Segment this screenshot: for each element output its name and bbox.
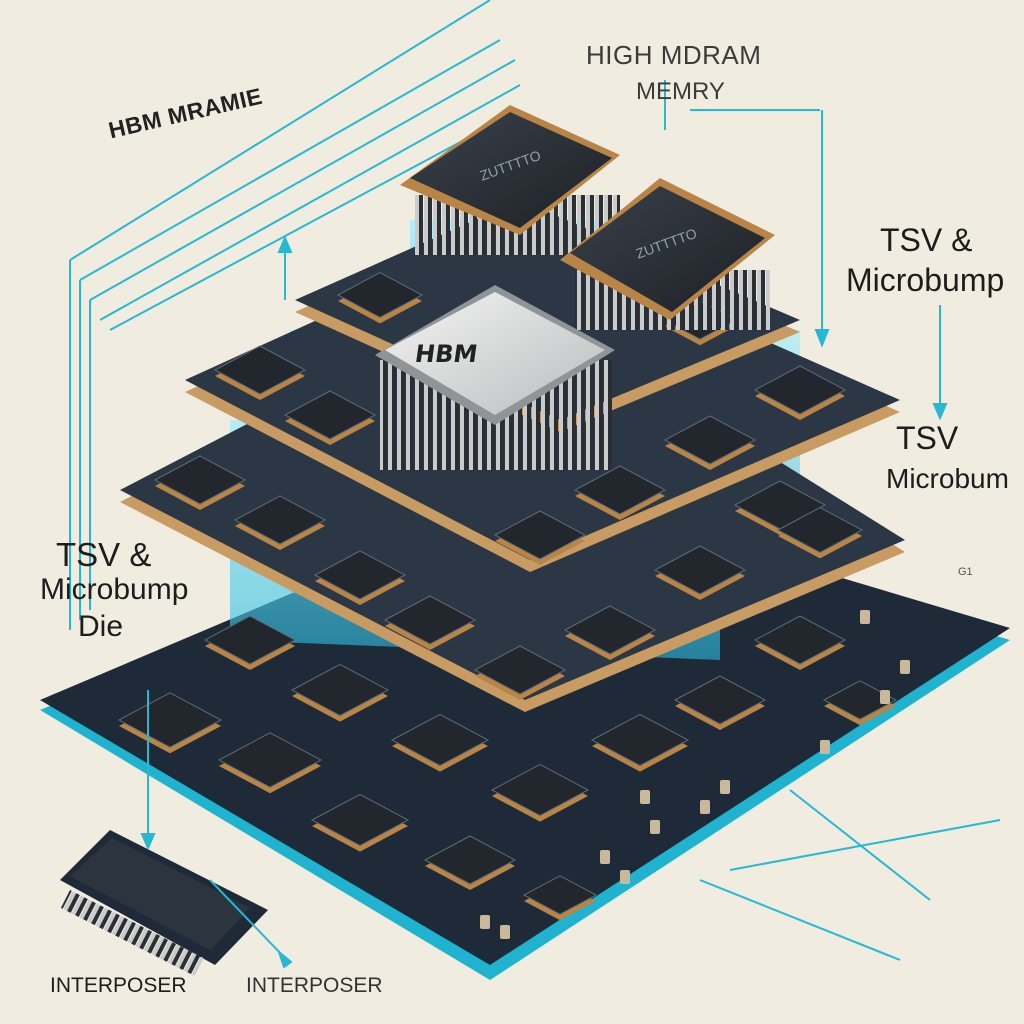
memory-chip — [336, 272, 424, 324]
chip-body — [522, 875, 598, 915]
board-tiny-mark: G1 — [958, 566, 973, 578]
chip-array — [117, 272, 910, 939]
chip-body — [313, 550, 407, 600]
passive-components — [480, 610, 910, 939]
capacitor — [820, 740, 830, 754]
high-dram-label-line1: HIGH MDRAM — [586, 40, 762, 70]
capacitor — [600, 850, 610, 864]
chip-body — [663, 415, 757, 465]
connector-line — [99, 84, 521, 321]
tsv-right-mid-line1: TSV — [896, 420, 959, 456]
chip-body — [290, 663, 390, 717]
memory-chip — [473, 645, 567, 700]
chip-body — [563, 605, 657, 655]
capacitor — [620, 870, 630, 884]
tsv-left-line3: Die — [78, 610, 124, 643]
chip-body — [753, 615, 847, 665]
capacitor — [500, 925, 510, 939]
capacitor — [640, 790, 650, 804]
high-dram-label-line2: MEMRY — [636, 78, 725, 105]
memory-chip — [203, 615, 297, 670]
capacitor — [880, 690, 890, 704]
chip-body — [117, 692, 223, 748]
chip-body — [673, 675, 767, 725]
capacitor — [480, 915, 490, 929]
memory-chip — [310, 793, 410, 852]
chip-body — [203, 615, 297, 665]
memory-chip — [573, 465, 667, 520]
memory-chip — [753, 365, 847, 420]
chip-body — [573, 465, 667, 515]
hbm-center-chip: HBM — [375, 285, 615, 470]
interposer-module — [60, 830, 268, 976]
chip-body — [283, 390, 377, 440]
memory-chip — [653, 545, 747, 600]
connector-line — [729, 819, 1001, 871]
capacitor — [720, 780, 730, 794]
memory-chip — [663, 415, 757, 470]
memory-chip — [153, 455, 247, 510]
chip-body — [473, 645, 567, 695]
chip-body — [493, 510, 587, 560]
chip-body — [423, 835, 517, 885]
interposer-label-right: INTERPOSER — [246, 974, 383, 997]
connector-line — [699, 879, 901, 961]
chip-body — [490, 763, 590, 817]
tsv-left-line2: Microbump — [40, 573, 189, 606]
memory-chip — [493, 510, 587, 565]
memory-chip — [776, 507, 864, 559]
chip-body — [213, 345, 307, 395]
tsv-left-line1: TSV & — [56, 536, 152, 573]
memory-chip — [522, 875, 598, 921]
memory-chip — [423, 835, 517, 890]
interposer-label-left: INTERPOSER — [50, 974, 187, 997]
tsv-right-top-line1: TSV & — [880, 222, 973, 258]
memory-chip — [590, 713, 690, 772]
top-memory-die-left: ZUTTTTO — [400, 105, 620, 255]
chip-body — [753, 365, 847, 415]
chip-body — [822, 680, 898, 720]
chip-body — [653, 545, 747, 595]
memory-chip — [217, 732, 323, 794]
connector-line — [69, 0, 491, 261]
memory-chip — [563, 605, 657, 660]
center-chip-label: HBM — [413, 340, 479, 368]
memory-chip — [233, 495, 327, 550]
memory-chip — [822, 680, 898, 726]
memory-chip — [283, 390, 377, 445]
chip-body — [590, 713, 690, 767]
chip-body — [233, 495, 327, 545]
chip-body — [217, 732, 323, 788]
capacitor — [860, 610, 870, 624]
capacitor — [900, 660, 910, 674]
memory-chip — [290, 663, 390, 722]
top-memory-die-right: ZUTTTTO — [560, 178, 775, 330]
connector-lines — [69, 0, 1001, 961]
memory-chip — [673, 675, 767, 730]
chip-body — [383, 595, 477, 645]
tsv-right-mid-line2: Microbum — [886, 463, 1009, 494]
capacitor — [650, 820, 660, 834]
chip-body — [390, 713, 490, 767]
memory-chip — [117, 692, 223, 754]
connector-line — [89, 59, 516, 301]
capacitor — [700, 800, 710, 814]
tsv-right-top-line2: Microbump — [846, 262, 1005, 298]
annotation-arrows — [140, 80, 948, 969]
memory-chip — [390, 713, 490, 772]
chip-body — [153, 455, 247, 505]
chip-body — [310, 793, 410, 847]
chip-body — [776, 507, 864, 553]
chip-body — [336, 272, 424, 318]
memory-chip — [383, 595, 477, 650]
connector-line — [109, 109, 521, 331]
memory-chip — [213, 345, 307, 400]
memory-chip — [313, 550, 407, 605]
memory-chip — [490, 763, 590, 822]
memory-chip — [753, 615, 847, 670]
connector-line — [79, 39, 501, 281]
